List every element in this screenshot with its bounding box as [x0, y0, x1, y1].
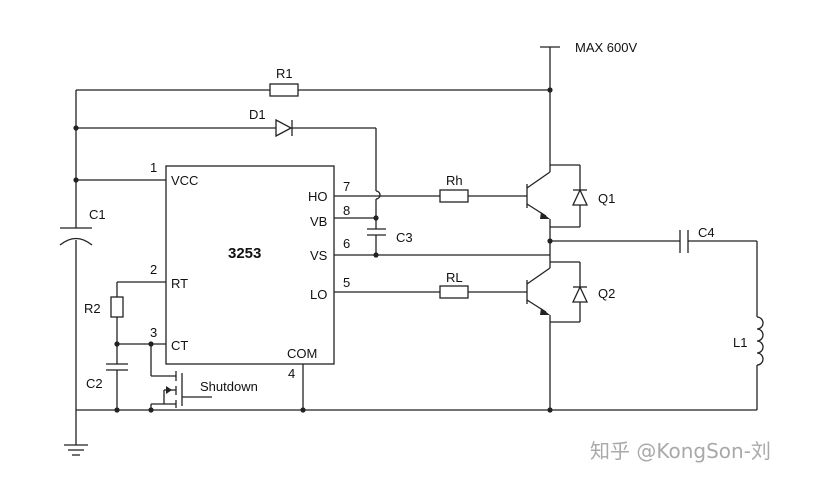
capacitor-c3: C3 — [334, 217, 413, 255]
d1-label: D1 — [249, 107, 266, 122]
pin-3-number: 3 — [150, 325, 157, 340]
pin-6-number: 6 — [343, 236, 350, 251]
c4-label: C4 — [698, 225, 715, 240]
pin-ct-label: CT — [171, 338, 188, 353]
r2-label: R2 — [84, 301, 101, 316]
pin-1-number: 1 — [150, 160, 157, 175]
ic-name: 3253 — [228, 245, 261, 262]
rh-label: Rh — [446, 173, 463, 188]
pin-5-number: 5 — [343, 275, 350, 290]
pin-4-number: 4 — [288, 366, 295, 381]
resistor-rl: RL — [334, 270, 527, 299]
q2-label: Q2 — [598, 286, 615, 301]
pin-lo-label: LO — [310, 287, 327, 302]
capacitor-c1: C1 — [59, 207, 106, 246]
pin-com-label: COM — [287, 346, 317, 361]
r1-label: R1 — [276, 66, 293, 81]
timing-network: R2 C2 — [84, 281, 166, 410]
pin-ho-label: HO — [308, 189, 328, 204]
ground-symbol — [64, 444, 88, 456]
junction-dots — [73, 87, 553, 413]
pin-vb-label: VB — [310, 214, 327, 229]
supply-terminal: MAX 600V — [540, 40, 637, 165]
vs-output: C4 — [334, 225, 758, 317]
pin-vs-label: VS — [310, 248, 328, 263]
resistor-r1: R1 — [76, 66, 550, 97]
shutdown-mosfet: Shutdown — [150, 344, 258, 410]
l1-label: L1 — [733, 335, 747, 350]
watermark-text: 知乎 @KongSon-刘 — [590, 439, 771, 463]
q1-label: Q1 — [598, 191, 615, 206]
transistor-q2: Q2 — [526, 255, 615, 410]
pin-vcc-label: VCC — [171, 173, 198, 188]
inductor-l1: L1 — [733, 316, 764, 410]
resistor-rh: Rh — [334, 173, 527, 203]
supply-label: MAX 600V — [575, 40, 637, 55]
pin-2-number: 2 — [150, 262, 157, 277]
shutdown-label: Shutdown — [200, 379, 258, 394]
diode-d1: D1 — [76, 107, 381, 229]
c1-label: C1 — [89, 207, 106, 222]
pin-7-number: 7 — [343, 179, 350, 194]
pin-8-number: 8 — [343, 203, 350, 218]
c2-label: C2 — [86, 376, 103, 391]
pin-rt-label: RT — [171, 276, 188, 291]
ic-3253: 3253 1 2 3 4 5 6 7 8 VCC RT CT COM LO VS… — [150, 160, 350, 381]
c3-label: C3 — [396, 230, 413, 245]
transistor-q1: Q1 — [526, 164, 615, 255]
rl-label: RL — [446, 270, 463, 285]
